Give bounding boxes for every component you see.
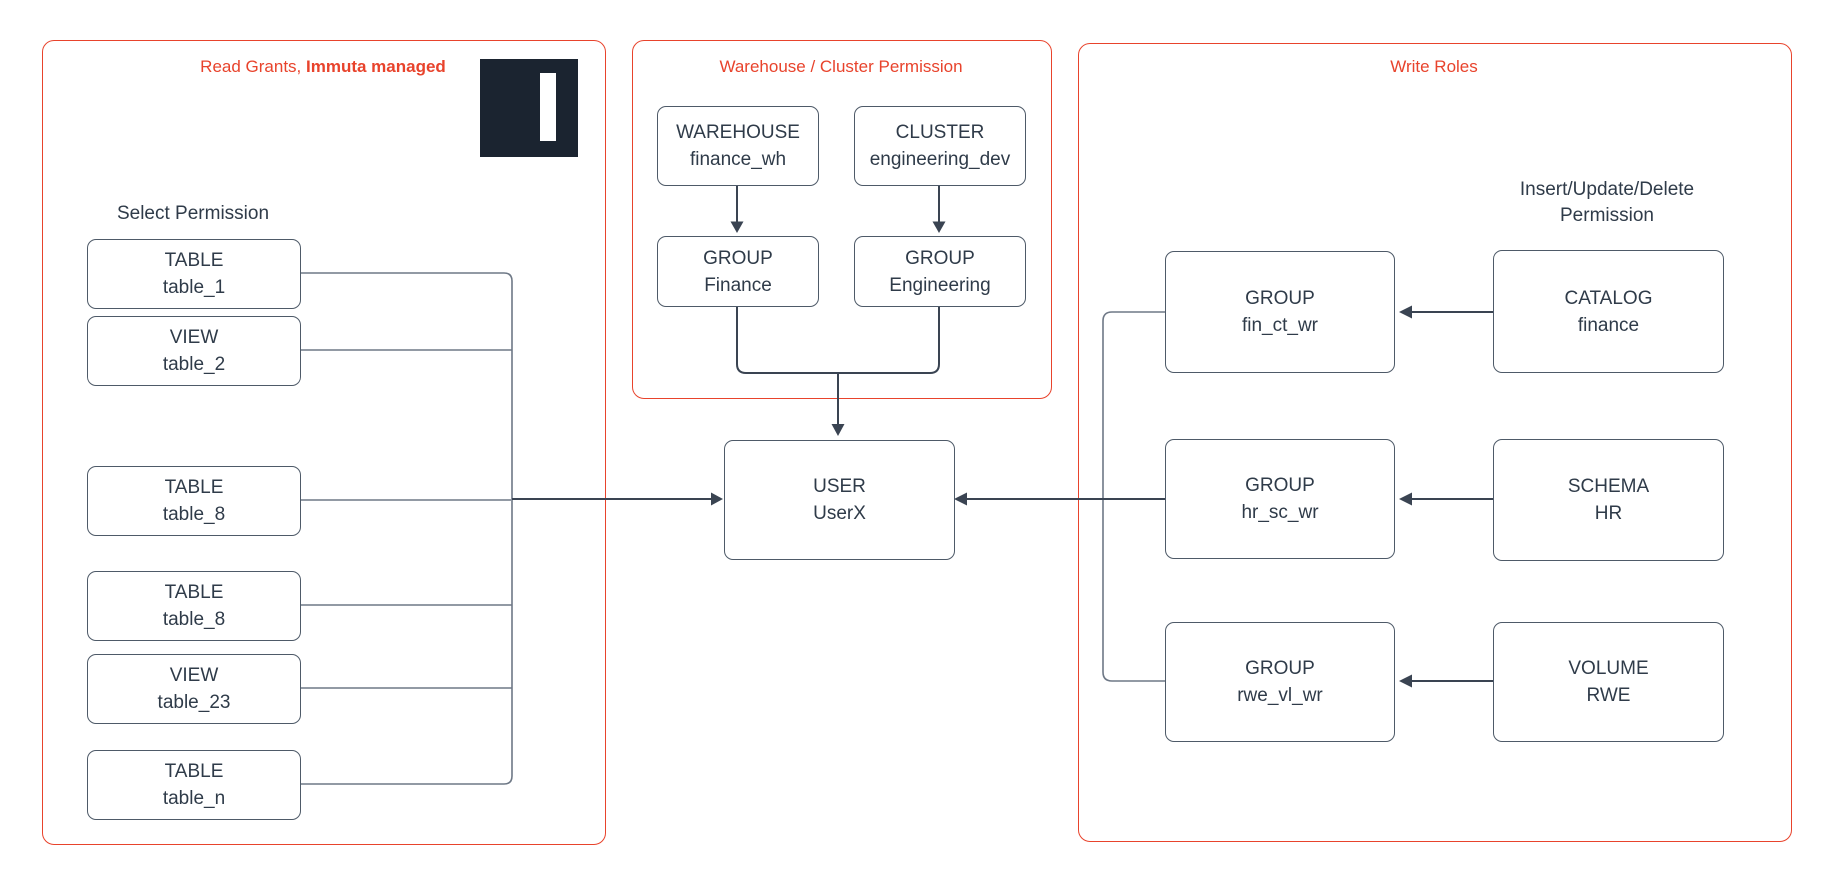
node-name: rwe_vl_wr xyxy=(1237,685,1323,706)
node-type: GROUP xyxy=(1245,658,1315,679)
node-name: fin_ct_wr xyxy=(1241,315,1319,336)
node-name: RWE xyxy=(1586,685,1631,706)
warehouse-cluster-section xyxy=(632,40,1052,399)
node-type: GROUP xyxy=(703,247,773,269)
node-name: table_1 xyxy=(162,277,226,298)
warehouse-cluster-title: Warehouse / Cluster Permission xyxy=(719,57,963,76)
node-cluster-engineering-dev: CLUSTER engineering_dev xyxy=(854,106,1026,186)
node-name: finance_wh xyxy=(689,149,787,170)
node-type: WAREHOUSE xyxy=(676,122,800,143)
node-type: VIEW xyxy=(169,327,219,348)
node-group-finance: GROUP Finance xyxy=(657,236,819,307)
node-name: Finance xyxy=(704,274,772,296)
node-name: HR xyxy=(1594,503,1623,524)
immuta-logo-icon xyxy=(480,59,578,157)
node-name: UserX xyxy=(813,503,866,524)
node-name: table_8 xyxy=(162,504,226,525)
node-table-1: TABLE table_1 xyxy=(87,239,301,309)
node-catalog-finance: CATALOG finance xyxy=(1493,250,1724,373)
node-type: TABLE xyxy=(164,477,224,498)
node-table-8a: TABLE table_8 xyxy=(87,466,301,536)
select-permission-label: Select Permission xyxy=(116,203,270,224)
node-type: TABLE xyxy=(164,250,224,271)
node-name: Engineering xyxy=(889,274,991,296)
node-type: GROUP xyxy=(1245,475,1315,496)
node-name: table_8 xyxy=(162,609,226,630)
node-type: GROUP xyxy=(905,247,975,269)
read-grants-title-regular: Read Grants, xyxy=(200,57,306,76)
node-name: engineering_dev xyxy=(869,149,1011,170)
read-grants-title: Read Grants, Immuta managed xyxy=(42,57,604,77)
node-name: table_2 xyxy=(162,354,226,375)
insert-update-delete-line2: Permission xyxy=(1560,205,1654,226)
node-type: USER xyxy=(813,476,866,497)
node-schema-hr: SCHEMA HR xyxy=(1493,439,1724,561)
insert-update-delete-line1: Insert/Update/Delete xyxy=(1519,179,1695,200)
node-group-hr-sc-wr: GROUP hr_sc_wr xyxy=(1165,439,1395,559)
node-type: TABLE xyxy=(164,582,224,603)
node-name: table_n xyxy=(162,788,226,809)
node-type: SCHEMA xyxy=(1567,476,1650,497)
node-name: table_23 xyxy=(157,692,231,713)
node-view-23: VIEW table_23 xyxy=(87,654,301,724)
node-table-n: TABLE table_n xyxy=(87,750,301,820)
node-type: CATALOG xyxy=(1564,287,1653,309)
node-type: VOLUME xyxy=(1568,658,1649,679)
immuta-logo-bar xyxy=(540,73,556,141)
write-roles-section xyxy=(1078,43,1792,842)
node-type: CLUSTER xyxy=(895,122,985,143)
node-user-userx: USER UserX xyxy=(724,440,955,560)
read-grants-section xyxy=(42,40,606,845)
read-grants-title-bold: Immuta managed xyxy=(306,57,446,76)
node-table-8b: TABLE table_8 xyxy=(87,571,301,641)
node-type: GROUP xyxy=(1245,288,1315,309)
node-name: hr_sc_wr xyxy=(1241,502,1319,523)
node-view-2: VIEW table_2 xyxy=(87,316,301,386)
write-roles-title: Write Roles xyxy=(1390,57,1478,76)
node-volume-rwe: VOLUME RWE xyxy=(1493,622,1724,742)
node-type: VIEW xyxy=(169,665,219,686)
node-group-fin-ct-wr: GROUP fin_ct_wr xyxy=(1165,251,1395,373)
node-type: TABLE xyxy=(164,761,224,782)
node-name: finance xyxy=(1577,314,1640,336)
node-group-engineering: GROUP Engineering xyxy=(854,236,1026,307)
node-warehouse-finance-wh: WAREHOUSE finance_wh xyxy=(657,106,819,186)
insert-update-delete-label: Insert/Update/Delete Permission xyxy=(1457,177,1757,229)
node-group-rwe-vl-wr: GROUP rwe_vl_wr xyxy=(1165,622,1395,742)
